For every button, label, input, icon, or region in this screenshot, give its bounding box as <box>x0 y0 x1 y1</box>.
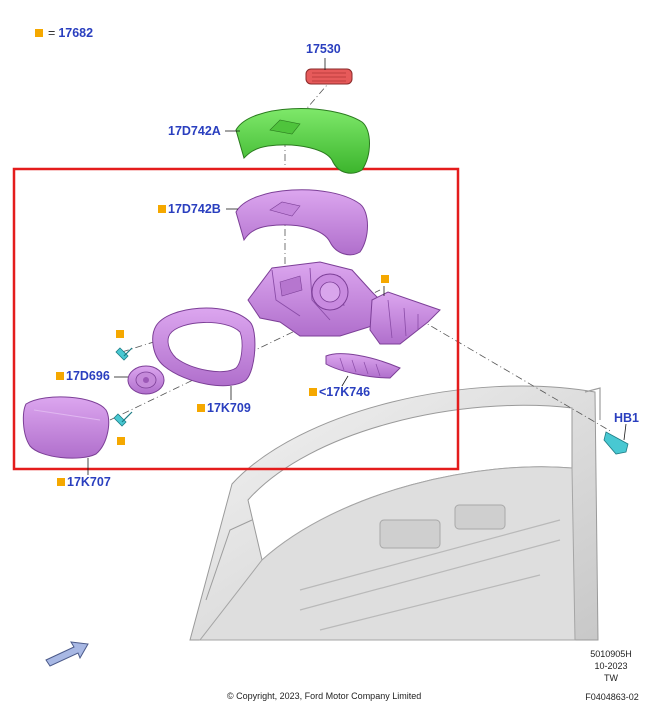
callout-17K746: <17K746 <box>309 385 370 399</box>
glass-frame-17K709 <box>152 307 256 387</box>
fastener-marker-icon <box>116 330 124 338</box>
callout-17530: 17530 <box>306 42 341 56</box>
mirror-housing-assembly <box>247 261 441 345</box>
marker-icon <box>197 404 205 412</box>
legend: =17682 <box>35 26 93 40</box>
mirror-cover-17D742A <box>235 108 370 174</box>
callout-HB1: HB1 <box>614 411 640 425</box>
callout-17D742B: 17D742B <box>158 202 221 216</box>
copyright-notice: © Copyright, 2023, Ford Motor Company Li… <box>227 691 422 701</box>
illustration-reference: F0404863-02 <box>585 692 639 702</box>
mirror-glass-17K707 <box>22 396 110 459</box>
legend-part-number: 17682 <box>58 26 94 40</box>
fastener-marker-icon <box>117 437 125 445</box>
highlight-box <box>12 167 460 471</box>
legend-marker-icon <box>35 29 43 37</box>
bolt-HB1 <box>603 431 629 455</box>
clip-lower <box>113 411 133 427</box>
front-direction-arrow-icon <box>45 641 89 667</box>
leader-lines <box>87 58 627 475</box>
glass-motor-17D696 <box>127 365 165 395</box>
marker-icon <box>158 205 166 213</box>
clip-upper <box>115 347 133 361</box>
marker-icon <box>56 372 64 380</box>
callout-17K707: 17K707 <box>57 475 111 489</box>
illustration-code: 5010905H <box>590 649 632 659</box>
marker-icon <box>57 478 65 486</box>
door-panel <box>189 385 601 641</box>
puddle-lamp-17K746 <box>325 353 401 379</box>
callout-17K709: 17K709 <box>197 401 251 415</box>
fastener-marker-icon <box>381 275 389 283</box>
marker-icon <box>309 388 317 396</box>
reflector-lens-17530 <box>305 68 353 85</box>
illustration-date: 10-2023 <box>594 661 628 671</box>
callout-17D742A: 17D742A <box>168 124 221 138</box>
illustration-metadata: 5010905H 10-2023 TW <box>583 648 639 684</box>
illustration-region: TW <box>604 673 618 683</box>
callout-17D696: 17D696 <box>56 369 110 383</box>
mirror-cover-17D742B <box>235 189 368 256</box>
